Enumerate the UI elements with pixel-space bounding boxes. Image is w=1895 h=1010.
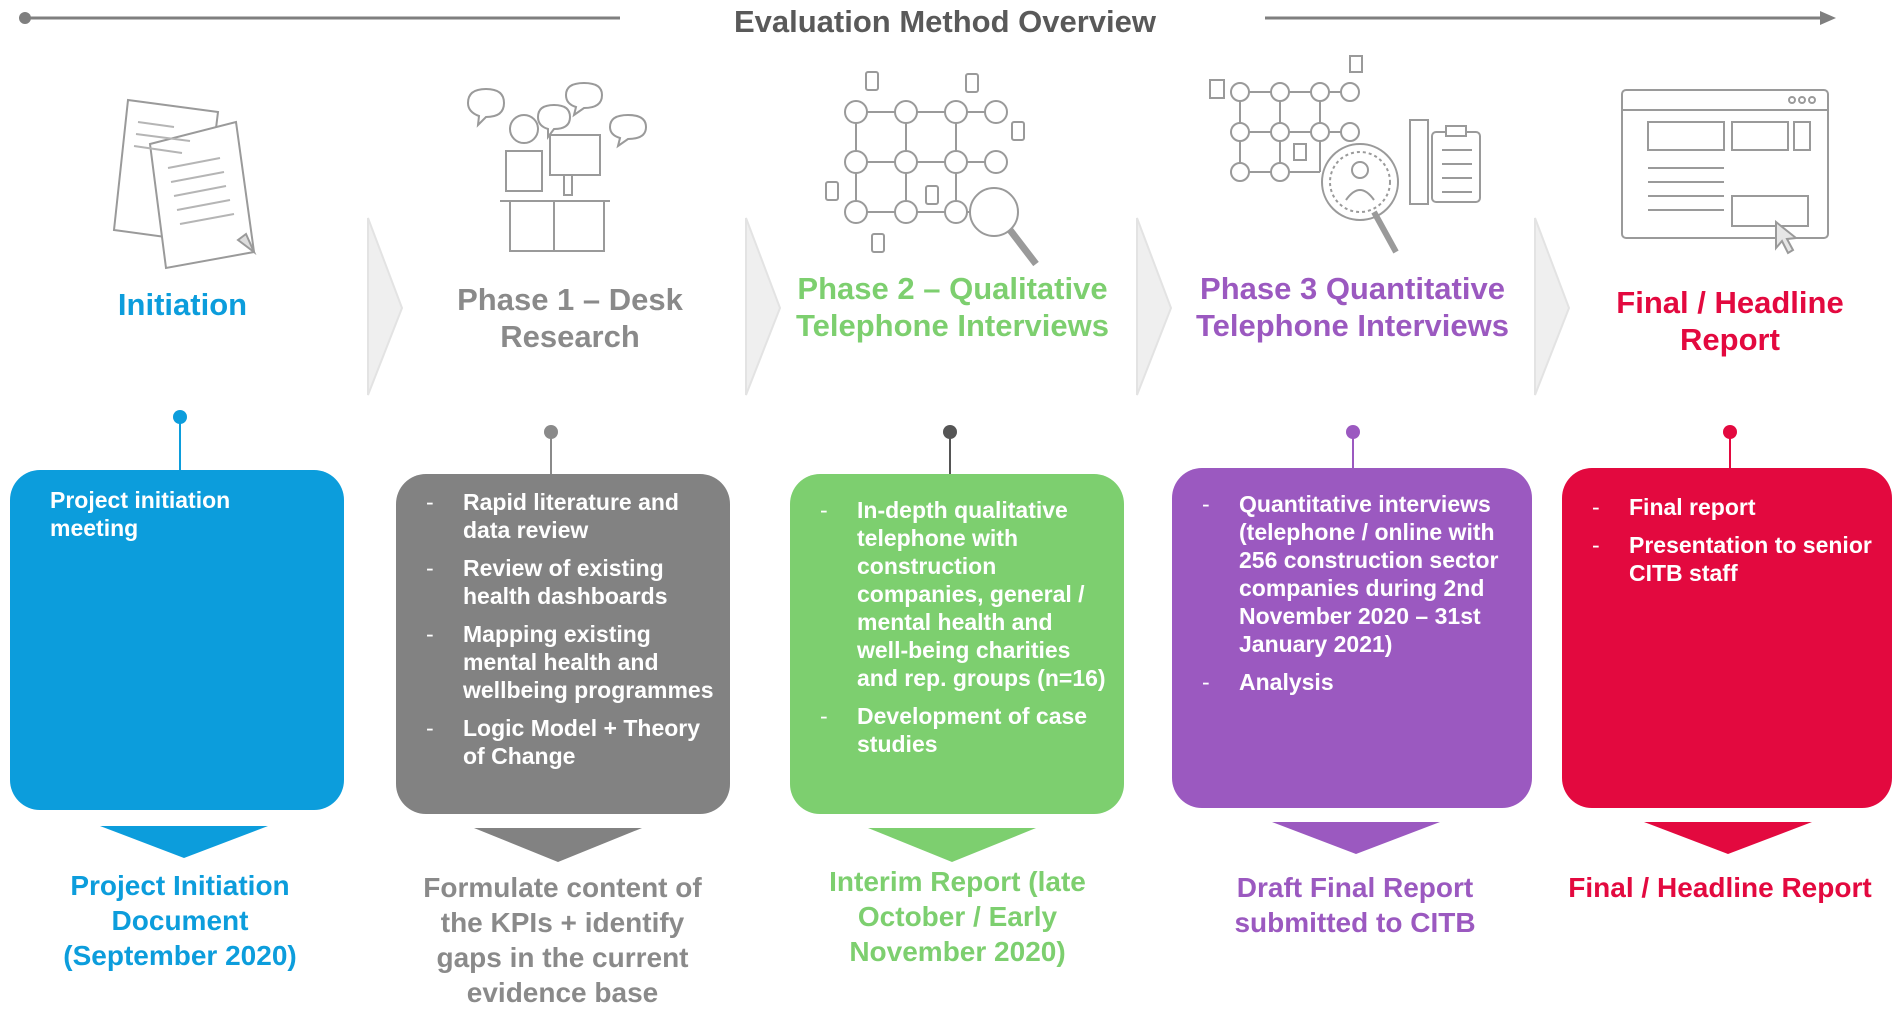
qualitative-box: In-depth qualitative telephone with cons… <box>790 474 1124 814</box>
list-item: In-depth qualitative telephone with cons… <box>815 496 1110 692</box>
chevron-icon <box>745 217 782 396</box>
timeline-stem <box>179 420 181 472</box>
timeline-stem <box>949 435 951 475</box>
phase-title-desk-research: Phase 1 – Desk Research <box>457 282 683 354</box>
timeline-arrow <box>19 11 1836 25</box>
down-arrow-icon <box>1272 822 1440 854</box>
list-item: Rapid literature and data review <box>421 488 716 544</box>
outcome-initiation: Project Initiation Document (September 2… <box>63 870 297 971</box>
chevron-icon <box>367 217 404 396</box>
timeline-dot <box>1346 425 1360 439</box>
phase-title-qualitative: Phase 2 – Qualitative Telephone Intervie… <box>796 271 1109 343</box>
timeline-dot <box>1723 425 1737 439</box>
timeline-dot <box>544 425 558 439</box>
network-search-icon <box>825 71 1039 267</box>
final-report-list: Final report Presentation to senior CITB… <box>1587 493 1878 587</box>
down-arrow-icon <box>1644 822 1812 854</box>
survey-analysis-icon <box>1209 55 1481 254</box>
chevron-icon <box>1534 217 1571 396</box>
down-arrow-icon <box>868 828 1036 862</box>
down-arrow-icon <box>100 826 268 858</box>
final-report-box: Final report Presentation to senior CITB… <box>1562 468 1892 808</box>
desk-research-box: Rapid literature and data review Review … <box>396 474 730 814</box>
outcome-qualitative: Interim Report (late October / Early Nov… <box>829 866 1086 967</box>
timeline-dot <box>943 425 957 439</box>
qualitative-list: In-depth qualitative telephone with cons… <box>815 496 1110 758</box>
outcome-desk-research: Formulate content of the KPIs + identify… <box>423 872 702 1008</box>
list-item: Mapping existing mental health and wellb… <box>421 620 716 704</box>
list-item: Presentation to senior CITB staff <box>1587 531 1878 587</box>
phase-title-quantitative: Phase 3 Quantitative Telephone Interview… <box>1196 271 1509 343</box>
timeline-stem <box>550 435 552 475</box>
list-item: Review of existing health dashboards <box>421 554 716 610</box>
documents-icon <box>112 98 257 270</box>
initiation-box-text: Project initiation meeting <box>50 487 231 541</box>
outcome-final-report: Final / Headline Report <box>1568 872 1872 903</box>
chevron-icon <box>1136 217 1173 396</box>
phase-title-final-report: Final / Headline Report <box>1616 285 1844 357</box>
timeline-stem <box>1729 435 1731 469</box>
browser-report-icon <box>1621 89 1829 255</box>
timeline-dot <box>173 410 187 424</box>
list-item: Logic Model + Theory of Change <box>421 714 716 770</box>
list-item: Analysis <box>1197 668 1512 696</box>
desk-research-icon <box>466 81 648 252</box>
outcome-quantitative: Draft Final Report submitted to CITB <box>1234 872 1476 938</box>
list-item: Final report <box>1587 493 1878 521</box>
quantitative-box: Quantitative interviews (telephone / onl… <box>1172 468 1532 808</box>
list-item: Quantitative interviews (telephone / onl… <box>1197 490 1512 658</box>
quantitative-list: Quantitative interviews (telephone / onl… <box>1197 490 1512 696</box>
phase-title-initiation: Initiation <box>117 287 248 322</box>
initiation-box: Project initiation meeting <box>10 470 344 810</box>
page-title: Evaluation Method Overview <box>733 4 1157 39</box>
desk-research-list: Rapid literature and data review Review … <box>421 488 716 770</box>
timeline-stem <box>1352 435 1354 469</box>
down-arrow-icon <box>474 828 642 862</box>
chevron-separators <box>367 217 1571 396</box>
list-item: Development of case studies <box>815 702 1110 758</box>
